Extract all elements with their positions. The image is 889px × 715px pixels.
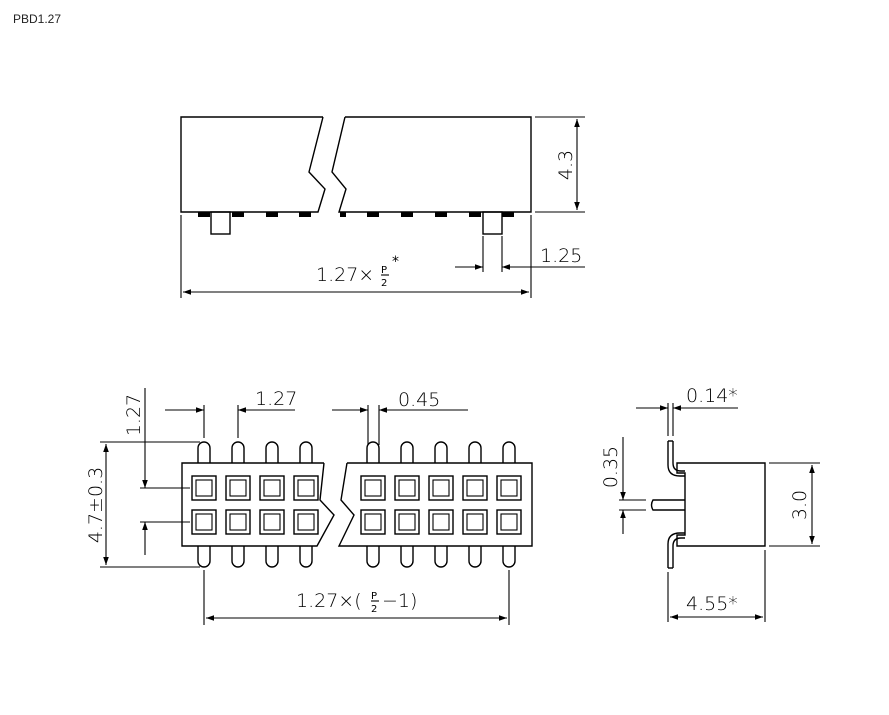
contact-square — [462, 509, 488, 535]
front-view: 1.27 0.45 1.27 4.7±0.3 1.27×( P 2 −1) — [85, 388, 533, 625]
contact-square — [394, 509, 420, 535]
dim-row-pitch: 1.27 — [123, 394, 145, 436]
body-right — [337, 462, 533, 547]
contact-square — [191, 475, 217, 501]
solder-pad — [502, 212, 514, 217]
solder-pad — [198, 212, 210, 217]
dim-length-den: 2 — [381, 278, 387, 289]
pin-bottom — [434, 546, 448, 568]
contact-square-inner — [229, 513, 247, 531]
dim-pin-size: 0.35 — [600, 446, 622, 488]
contact-square-inner — [297, 513, 315, 531]
dim-span-prefix: 1.27×( — [296, 590, 362, 612]
pin-bottom — [265, 546, 279, 568]
solder-pad — [232, 212, 244, 217]
body-left — [181, 462, 335, 547]
lower-lead — [667, 532, 685, 568]
body-right — [331, 116, 532, 213]
contact-square-inner — [364, 479, 382, 497]
contact-square — [428, 509, 454, 535]
solder-pad — [340, 212, 346, 217]
pin-bottom — [400, 546, 414, 568]
dim-overall-height: 4.7±0.3 — [85, 467, 107, 543]
dim-thickness: 0.14* — [686, 385, 738, 407]
contact-square — [259, 509, 285, 535]
contact-square-inner — [263, 513, 281, 531]
contact-square — [293, 509, 319, 535]
contact-square-inner — [466, 513, 484, 531]
contact-square — [462, 475, 488, 501]
contact-square-inner — [364, 513, 382, 531]
dim-pin-width: 0.45 — [398, 389, 440, 411]
pin-bottom — [468, 546, 482, 568]
dim-span-suffix: −1) — [382, 590, 417, 612]
pin-top — [468, 441, 482, 463]
pins — [197, 441, 516, 568]
contact-squares — [191, 475, 522, 535]
solder-pad — [469, 212, 481, 217]
pin-bottom — [366, 546, 380, 568]
dim-length-prefix: 1.27× — [316, 264, 374, 286]
solder-pad — [401, 212, 413, 217]
contact-square-inner — [195, 479, 213, 497]
contact-square — [191, 509, 217, 535]
contact-square-inner — [297, 479, 315, 497]
dim-length-suffix: * — [392, 254, 399, 270]
contact-square-inner — [500, 479, 518, 497]
contact-square — [394, 475, 420, 501]
pin-top — [265, 441, 279, 463]
dim-length-num: P — [381, 265, 387, 276]
pin-top — [400, 441, 414, 463]
contact-square — [293, 475, 319, 501]
solder-pads — [198, 212, 514, 217]
dim-peg-width: 1.25 — [540, 245, 582, 267]
pin-top — [197, 441, 211, 463]
solder-pad — [435, 212, 447, 217]
contact-square-inner — [398, 513, 416, 531]
contact-square — [496, 475, 522, 501]
drawing-title: PBD1.27 — [13, 12, 62, 26]
contact-square — [496, 509, 522, 535]
upper-lead — [667, 441, 685, 477]
contact-square-inner — [432, 479, 450, 497]
contact-square-inner — [466, 479, 484, 497]
contact-square — [360, 475, 386, 501]
pin-top — [434, 441, 448, 463]
peg-right — [482, 211, 503, 235]
contact-square-inner — [195, 513, 213, 531]
pin-bottom — [299, 546, 313, 568]
pin-top — [299, 441, 313, 463]
solder-pad — [299, 212, 311, 217]
pin-top — [231, 441, 245, 463]
top-view: 4.3 1.25 1.27× P 2 * — [180, 116, 585, 298]
dim-span-den: 2 — [371, 604, 377, 615]
solder-pad — [266, 212, 278, 217]
dim-span-num: P — [371, 591, 377, 602]
contact-square — [259, 475, 285, 501]
contact-square-inner — [432, 513, 450, 531]
contact-square — [428, 475, 454, 501]
contact-square-inner — [263, 479, 281, 497]
contact-square — [225, 509, 251, 535]
dim-height-4-3: 4.3 — [555, 150, 577, 180]
body-left — [180, 116, 326, 213]
side-body — [676, 462, 766, 547]
pin-top — [502, 441, 516, 463]
dim-depth: 4.55* — [686, 593, 738, 615]
contact-square-inner — [229, 479, 247, 497]
pin-bottom — [231, 546, 245, 568]
dim-pitch: 1.27 — [255, 388, 297, 410]
contact-square-inner — [398, 479, 416, 497]
contact-square — [360, 509, 386, 535]
pin-bottom — [197, 546, 211, 568]
solder-pad — [367, 212, 379, 217]
contact-square-inner — [500, 513, 518, 531]
pin-bottom — [502, 546, 516, 568]
side-view: 0.14* 0.35 3.0 4.55* — [600, 385, 820, 622]
center-pin — [650, 499, 685, 511]
peg-left — [210, 211, 231, 235]
contact-square — [225, 475, 251, 501]
dim-side-height: 3.0 — [789, 490, 811, 520]
pin-top — [366, 441, 380, 463]
